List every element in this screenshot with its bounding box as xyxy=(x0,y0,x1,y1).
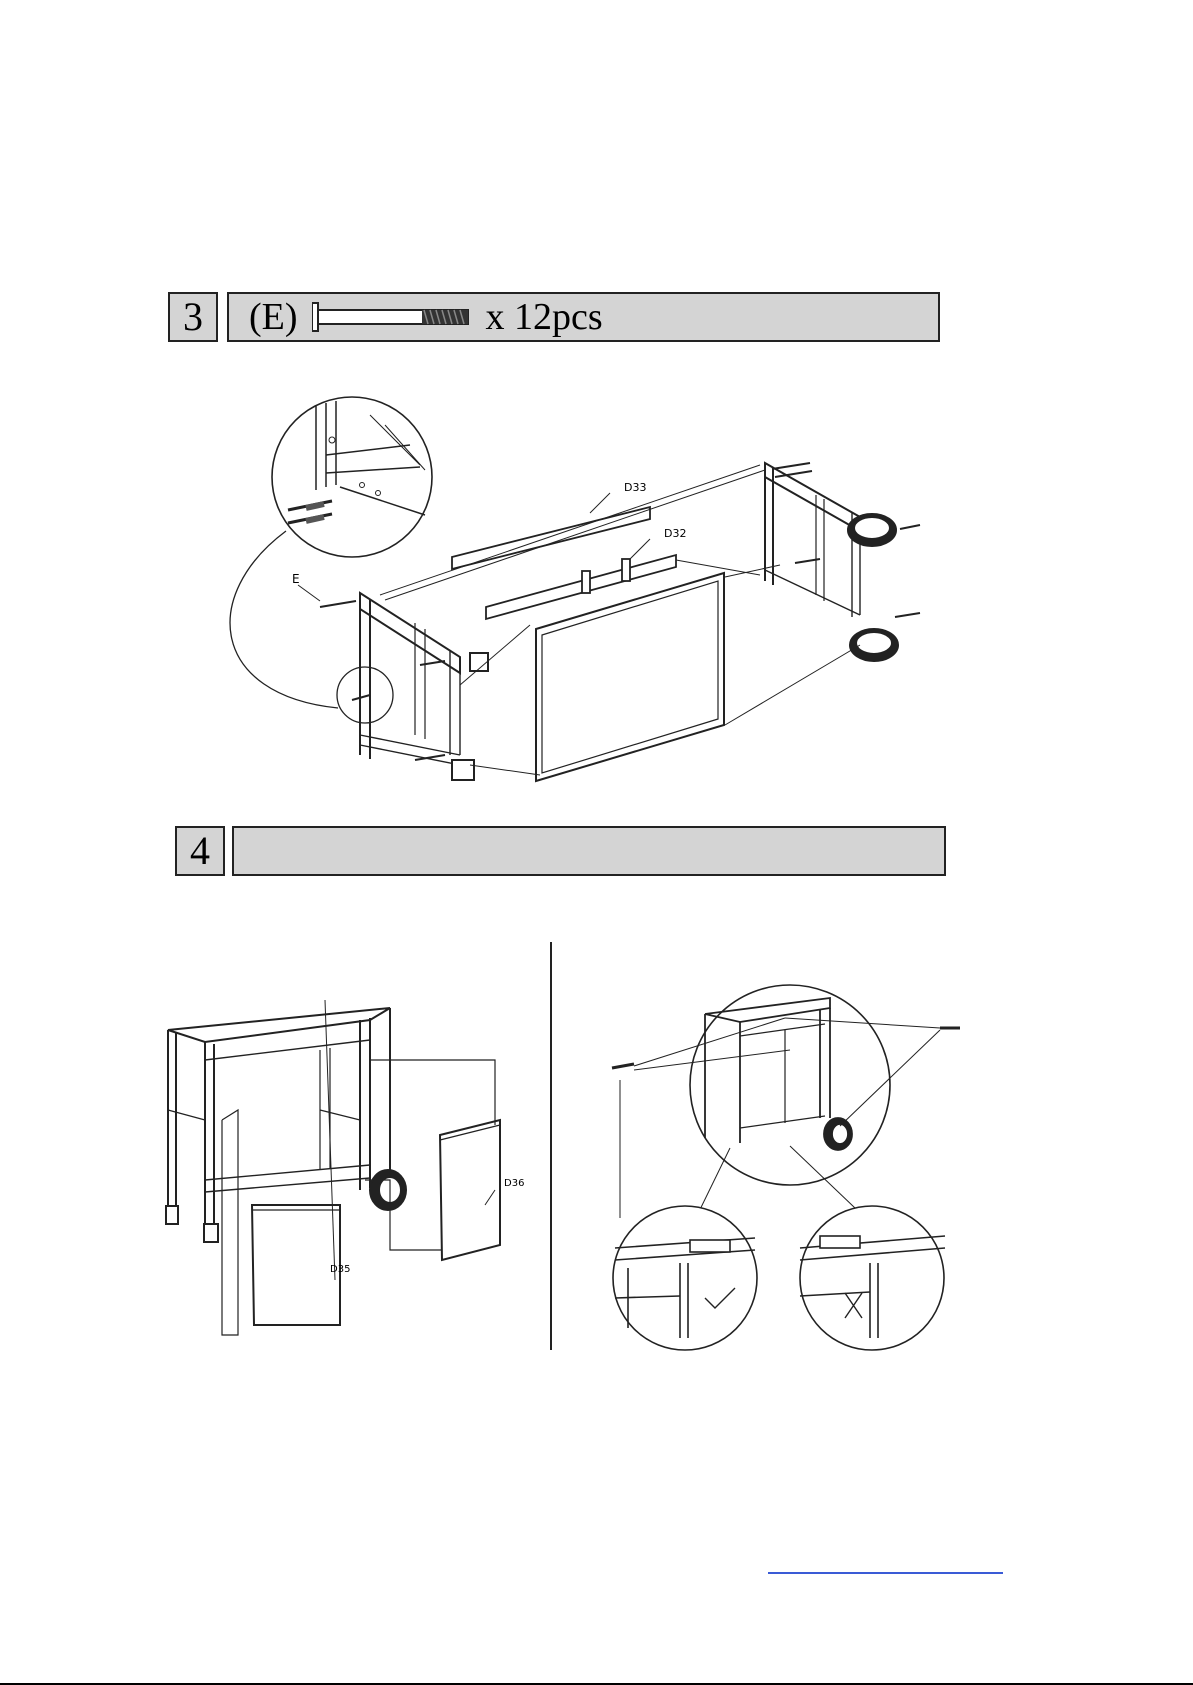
door-d36 xyxy=(440,1120,500,1260)
detail-incorrect xyxy=(800,1206,945,1350)
step-4-divider xyxy=(550,942,552,1350)
step-4-alignment-diagram xyxy=(600,978,970,1363)
step-4-parts-bar xyxy=(232,826,946,876)
wheel-lower xyxy=(850,629,898,661)
label-d35: D35 xyxy=(330,1264,350,1275)
detail-correct xyxy=(613,1206,757,1350)
detail-magnifier xyxy=(272,397,432,557)
step-4-number-box: 4 xyxy=(175,826,225,876)
step-3-assembly-diagram: E D33 D32 xyxy=(220,395,940,790)
label-d32: D32 xyxy=(664,527,686,540)
part-code: (E) xyxy=(249,295,298,339)
right-end-frame xyxy=(765,463,860,617)
footer-link-underline[interactable] xyxy=(768,1572,1003,1574)
label-d36: D36 xyxy=(504,1178,524,1189)
step-3-parts-bar: (E) x 12pcs xyxy=(227,292,940,342)
detail-leader-arc xyxy=(230,531,338,708)
left-end-frame xyxy=(360,593,488,780)
label-d33: D33 xyxy=(624,481,646,494)
step-4-door-install-diagram: D35 D36 xyxy=(160,1000,540,1345)
part-quantity: x 12pcs xyxy=(486,295,603,339)
step-3-number-box: 3 xyxy=(168,292,218,342)
back-panel xyxy=(536,573,724,781)
detail-source-circle xyxy=(337,667,393,723)
door-d35 xyxy=(252,1205,340,1325)
step-4-number: 4 xyxy=(190,831,210,871)
label-e: E xyxy=(292,572,300,586)
step-3-number: 3 xyxy=(183,297,203,337)
cart-wheel xyxy=(370,1170,406,1210)
wheel-upper xyxy=(848,514,896,546)
bolt-icon xyxy=(312,299,472,335)
